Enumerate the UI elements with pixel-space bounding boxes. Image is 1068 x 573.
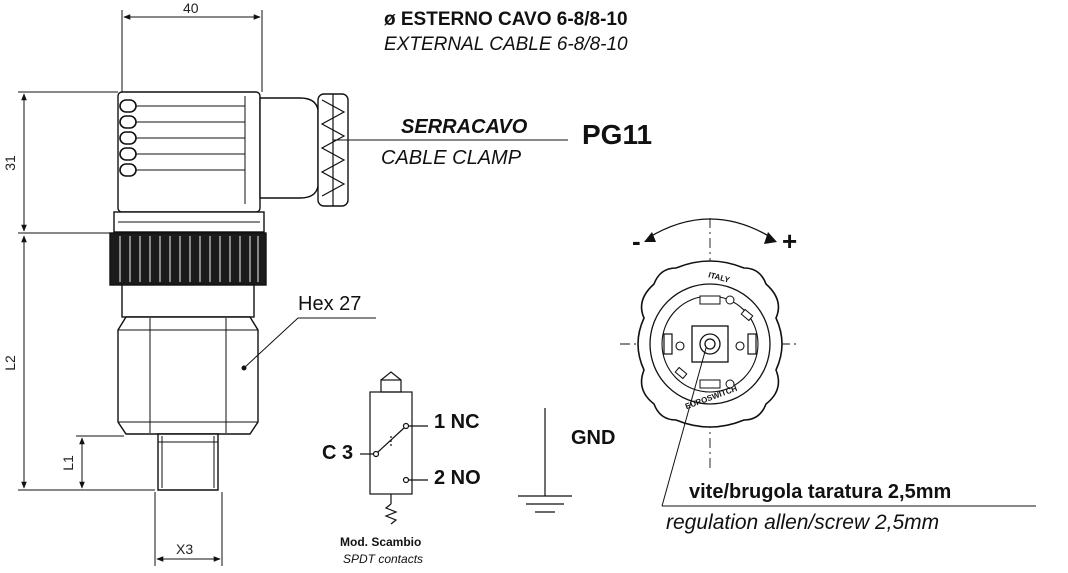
clamp-code: PG11 [582,119,653,150]
gnd-symbol [518,408,572,513]
dimension-lines [18,10,263,566]
gnd-label: GND [571,427,616,449]
clamp-label-en: CABLE CLAMP [381,147,522,169]
dim-width-label: 40 [183,0,199,16]
adjust-plus: + [782,226,798,256]
dim-body-height-label: L2 [1,355,18,371]
spdt-schematic [360,371,428,525]
spdt-caption: Mod. Scambio [340,535,422,549]
cable-diameter-label: ø ESTERNO CAVO 6-8/8-10 [384,9,628,30]
nc-contact-label: 1 NC [434,411,480,433]
dim-connector-height-label: 31 [1,155,18,171]
no-contact-label: 2 NO [434,467,481,489]
hex-label: Hex 27 [298,293,362,315]
face-view [620,218,1036,507]
clamp-label: SERRACAVO [401,116,528,138]
connector-head [113,91,349,233]
adjust-minus: - [632,226,641,256]
hex-leader [241,317,376,371]
dim-thread-size-label: X3 [176,541,194,557]
regulation-screw-label: vite/brugola taratura 2,5mm [689,481,952,503]
common-contact-label: C 3 [322,442,354,464]
regulation-screw-label-en: regulation allen/screw 2,5mm [666,511,940,534]
dim-thread-length-label: L1 [59,455,76,471]
switch-body [109,232,267,491]
cable-diameter-label-en: EXTERNAL CABLE 6-8/8-10 [384,34,628,55]
spdt-caption-en: SPDT contacts [343,552,424,566]
